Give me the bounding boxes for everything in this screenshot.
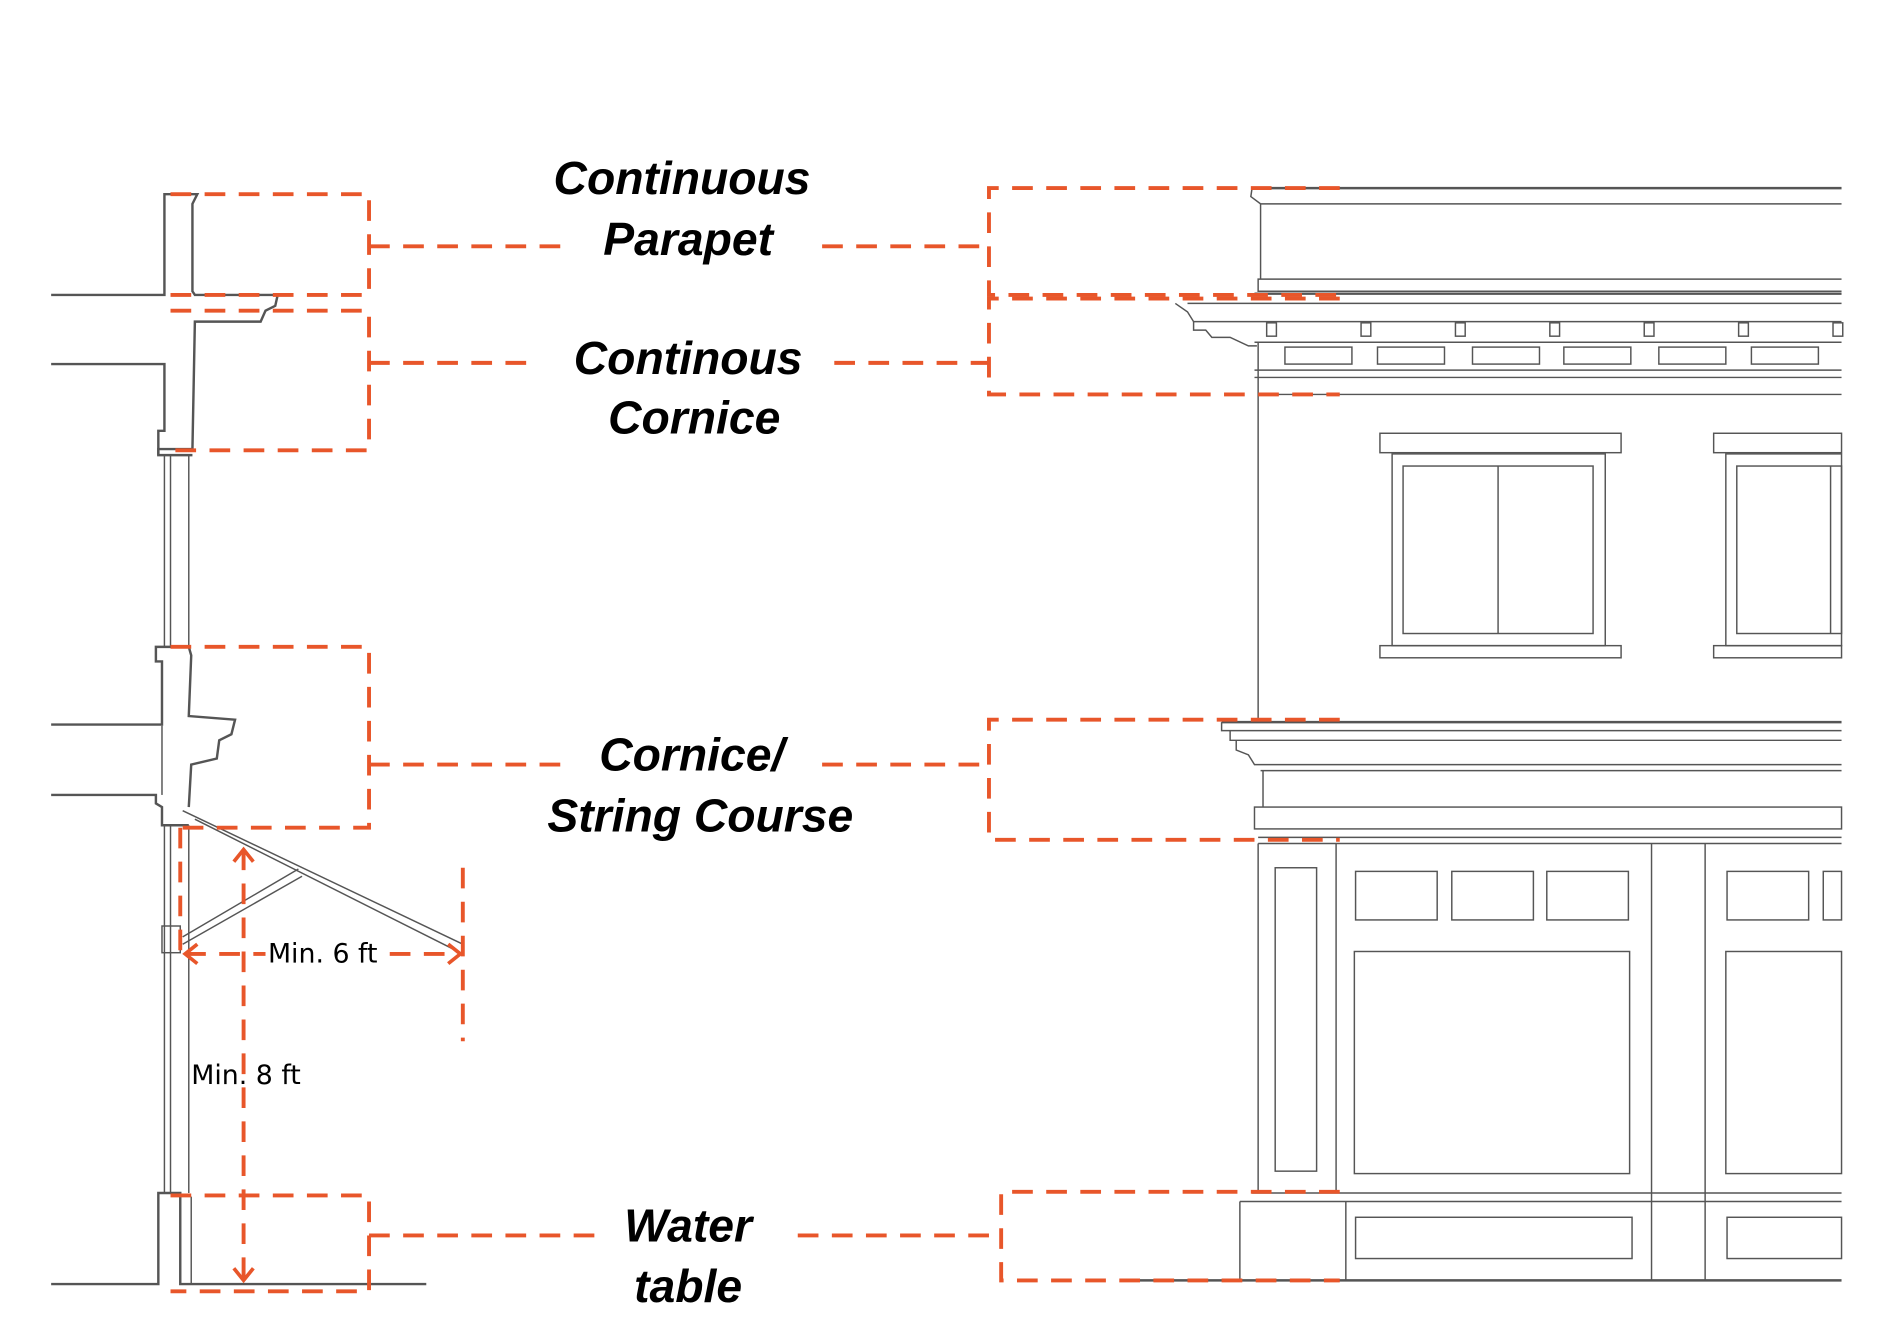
string-course-profile	[1235, 740, 1842, 766]
window-lintel	[1379, 432, 1622, 454]
window-sill	[1712, 644, 1843, 659]
pilaster-panel	[1274, 867, 1318, 1172]
window-frame	[1725, 453, 1843, 647]
label-continuous-parapet-line1: Continuous	[554, 152, 811, 204]
transom-window	[1546, 870, 1630, 921]
wall-section-drawing	[51, 192, 464, 1286]
elevation-callout-box	[987, 717, 1340, 842]
label-continuous-parapet-line2: Parapet	[603, 213, 774, 265]
cornice-line	[1174, 302, 1842, 323]
frieze-panel	[1376, 346, 1446, 365]
label-water-table-line1: Water	[624, 1200, 755, 1252]
dimension-awning-clearance: Min. 8 ft	[191, 1060, 301, 1091]
label-string-course-line1: Cornice/	[599, 729, 788, 781]
parapet-cap	[1250, 188, 1842, 205]
label-water-table-line2: table	[634, 1260, 742, 1312]
dentil	[1737, 322, 1750, 337]
elevation-callout-box	[987, 186, 1340, 297]
string-course-profile	[51, 645, 237, 808]
string-course	[1229, 730, 1842, 742]
section-callout-box	[170, 192, 371, 297]
awning-brace	[182, 868, 299, 938]
cornice-profile	[1192, 321, 1257, 347]
elevation-callout-box	[999, 1189, 1340, 1283]
dentil	[1360, 322, 1372, 337]
callout-dashes	[170, 186, 1340, 1294]
floor-line	[51, 362, 166, 456]
section-callout-box	[170, 308, 371, 453]
frieze-panel	[1471, 346, 1541, 365]
window-sill	[1379, 644, 1622, 659]
section-callout-box	[170, 1193, 371, 1294]
dentil	[1549, 322, 1561, 337]
window-lintel	[1712, 432, 1843, 454]
transom-window	[1451, 870, 1535, 921]
display-window	[1353, 950, 1631, 1175]
sign-band-cap	[1253, 806, 1843, 830]
label-continuous-cornice-line2: Cornice	[608, 391, 780, 443]
facade-elevation-drawing	[1132, 186, 1844, 1282]
transom-window	[1726, 870, 1810, 921]
awning-frame	[194, 818, 461, 954]
arrow-down-icon	[232, 1267, 255, 1284]
frieze-panel	[1750, 346, 1820, 365]
window-glass	[1736, 465, 1843, 635]
label-string-course-line2: String Course	[547, 789, 853, 841]
dentil	[1832, 322, 1844, 337]
dentil	[1643, 322, 1655, 337]
awning-frame	[182, 810, 464, 945]
arrow-up-icon	[232, 846, 255, 863]
string-course	[1220, 722, 1842, 732]
awning-brace	[182, 875, 303, 945]
floor-line	[51, 793, 189, 827]
parapet-band	[1257, 278, 1842, 293]
dentil	[1454, 322, 1466, 337]
frieze-panel	[1284, 346, 1353, 365]
elevation-callout-box	[987, 296, 1340, 397]
frieze-panel	[1563, 346, 1632, 365]
label-continuous-cornice-line1: Continous	[574, 332, 803, 384]
kickplate-panel	[1354, 1216, 1633, 1260]
arrow-right-icon	[447, 942, 464, 966]
dimension-awning-projection: Min. 6 ft	[268, 938, 378, 969]
transom-window	[1822, 870, 1843, 921]
arrow-left-icon	[182, 942, 199, 966]
frieze-panel	[1658, 346, 1727, 365]
base-and-ground	[51, 1191, 427, 1286]
kickplate-panel	[1726, 1216, 1843, 1260]
dim-label-bg	[265, 934, 378, 969]
transom-window	[1354, 870, 1438, 921]
section-callout-box	[170, 644, 371, 830]
dentil	[1265, 322, 1278, 337]
display-window	[1725, 950, 1843, 1175]
